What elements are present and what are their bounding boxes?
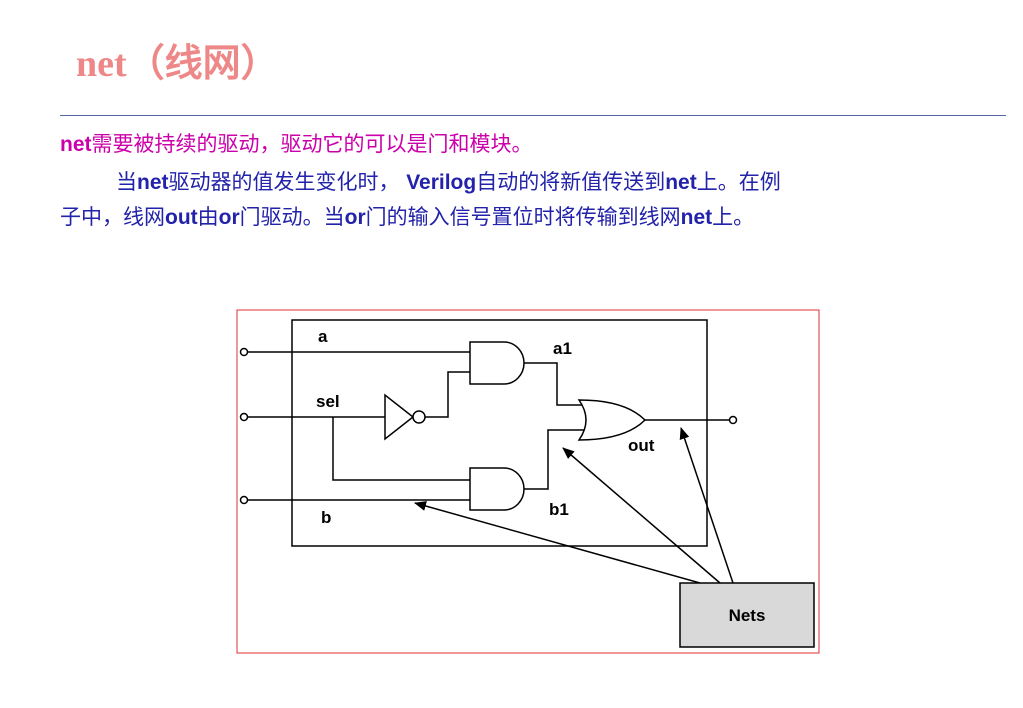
wire-sel-to-and2	[332, 417, 470, 481]
label-b: b	[321, 508, 331, 527]
nets-box	[679, 582, 815, 648]
or-gate	[577, 399, 647, 441]
p2-seg-9: 上。	[712, 205, 755, 229]
and-gate-2	[469, 467, 525, 511]
input-port-sel	[239, 412, 249, 422]
paragraph-1-text: 需要被持续的驱动，驱动它的可以是门和模块。	[91, 132, 533, 156]
label-out: out	[628, 436, 655, 455]
slide-title: net（线网）	[76, 43, 279, 85]
paragraph-line-3: 子中，线网out由or门驱动。当or门的输入信号置位时将传输到线网net上。	[60, 200, 1000, 235]
p2-seg-2: 驱动器的值发生变化时，	[168, 170, 400, 194]
input-port-a	[239, 347, 249, 357]
keyword-net: net	[137, 171, 169, 194]
wire-a1	[524, 362, 585, 406]
label-nets: Nets	[729, 606, 766, 625]
label-sel: sel	[316, 392, 340, 411]
p2-seg-8: 门的输入信号置位时将传输到线网	[365, 205, 681, 229]
title-divider	[60, 115, 1006, 116]
keyword-net: net	[665, 171, 697, 194]
arrow-to-b	[414, 501, 701, 584]
label-b1: b1	[549, 500, 569, 519]
p2-seg-7: 门驱动。当	[239, 205, 345, 229]
label-a1: a1	[553, 339, 572, 358]
not-gate-bubble	[412, 410, 426, 424]
keyword-or: or	[344, 206, 366, 229]
wire-b1	[524, 429, 585, 490]
paragraph-line-2: 当net驱动器的值发生变化时， Verilog自动的将新值传送到net上。在例	[60, 165, 1000, 200]
arrow-to-b1	[562, 447, 721, 584]
wire-notsel	[425, 371, 470, 418]
p2-seg-3: 自动的将新值传送到	[476, 170, 666, 194]
label-a: a	[318, 327, 328, 346]
p2-seg-5: 子中，线网	[60, 205, 165, 229]
p2-seg-6: 由	[197, 205, 219, 229]
paragraph-line-1: net需要被持续的驱动，驱动它的可以是门和模块。	[60, 127, 1000, 162]
keyword-net: net	[60, 133, 92, 156]
not-gate	[384, 393, 415, 441]
keyword-or: or	[218, 206, 240, 229]
arrow-to-out	[679, 427, 734, 584]
p2-seg-1: 当	[116, 170, 137, 194]
output-port-out	[728, 415, 738, 425]
input-port-b	[239, 495, 249, 505]
p2-seg-4: 上。在例	[696, 170, 781, 194]
module-box	[291, 319, 708, 547]
and-gate-1	[469, 341, 525, 385]
keyword-net: net	[680, 206, 713, 229]
keyword-verilog: Verilog	[406, 171, 477, 194]
keyword-out: out	[165, 206, 198, 229]
